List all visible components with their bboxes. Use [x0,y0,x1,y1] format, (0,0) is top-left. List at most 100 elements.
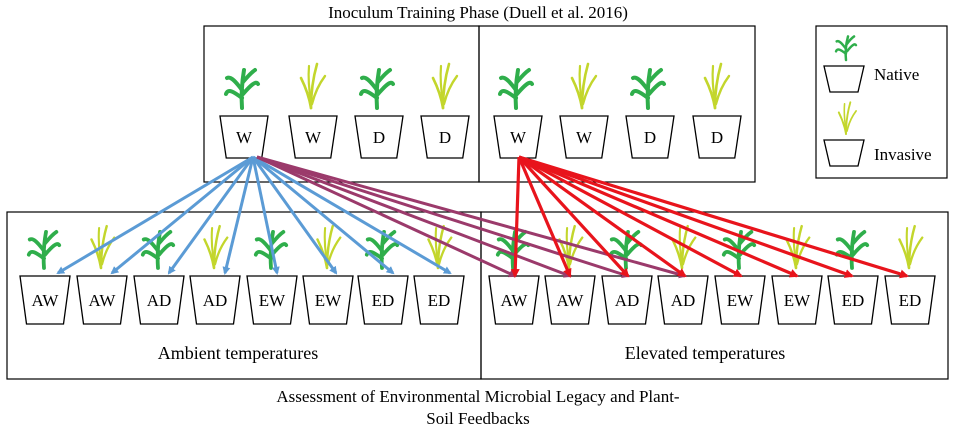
ambient-inoculum-arrow [252,155,395,275]
training-box-right [478,25,756,183]
elevated-inoculum-arrow [517,155,630,278]
pot: D [692,115,742,159]
pot-label: AW [557,291,585,310]
pot: W [288,115,338,159]
pot-shape [625,115,675,159]
elevated-inoculum-arrow [518,155,743,278]
pot-label: EW [259,291,286,310]
pot-label: ED [428,291,451,310]
pot: W [219,115,269,159]
pot-shape [544,275,596,325]
native-plant-icon [359,68,395,110]
pot: ED [827,275,879,325]
pot: EW [246,275,298,325]
pot: AD [133,275,185,325]
native-plant-icon [834,35,858,62]
native-plant-icon [364,230,400,270]
legend-box [815,25,948,179]
native-plant-icon [26,230,62,270]
ambient-inoculum-arrow [251,156,338,275]
pot-shape [420,115,470,159]
pot: D [420,115,470,159]
elevated-inoculum-arrow [510,156,521,278]
pot-shape [488,275,540,325]
elevated-inoculum-arrow [518,155,909,279]
elevated-inoculum-arrow [518,155,799,278]
pot-shape [246,275,298,325]
legend-native-pot [823,65,865,93]
pot-shape [354,115,404,159]
diagram-title: Inoculum Training Phase (Duell et al. 20… [328,3,628,22]
ambient-label: Ambient temperatures [158,343,318,363]
ambient-inoculum-arrow [252,155,452,275]
pot-label: D [439,128,451,147]
pot-label: EW [727,291,754,310]
pot-shape [413,275,465,325]
invasive-plant-icon [203,224,229,270]
legend-invasive-label: Invasive [874,145,932,164]
pot: EW [302,275,354,325]
pot-shape [559,115,609,159]
native-plant-icon [224,68,260,110]
pot-label: W [236,128,253,147]
caption-line-1: Assessment of Environmental Microbial Le… [276,387,680,406]
pot-shape [601,275,653,325]
pot-shape [302,275,354,325]
pot-label: AW [89,291,117,310]
legend-invasive-pot [823,139,865,167]
pot-shape [714,275,766,325]
invasive-plant-icon [299,62,327,110]
ambient-inoculum-arrow [222,156,255,275]
ambient-inoculum-arrow [251,156,280,275]
pot: AD [657,275,709,325]
pot-label: AW [501,291,529,310]
pot: ED [357,275,409,325]
cross-inoculum-arrow [256,155,517,278]
pot: ED [413,275,465,325]
pot-label: W [510,128,527,147]
pot: D [354,115,404,159]
pot-label: ED [842,291,865,310]
ambient-inoculum-arrow [167,156,255,275]
native-plant-icon [498,68,534,110]
pot: AW [76,275,128,325]
pot: AW [19,275,71,325]
invasive-plant-icon [570,62,598,110]
pot-shape [133,275,185,325]
ambient-inoculum-arrow [56,155,254,275]
pot-shape [357,275,409,325]
invasive-plant-icon [785,224,811,270]
elevated-inoculum-arrow [518,155,854,278]
pot-label: EW [315,291,342,310]
cross-inoculum-arrow [256,155,572,278]
pot: EW [771,275,823,325]
pot-label: AD [203,291,228,310]
pot: D [625,115,675,159]
pot: W [559,115,609,159]
pot-shape [657,275,709,325]
invasive-plant-icon [837,101,857,135]
pot: W [493,115,543,159]
pot-shape [884,275,936,325]
pot-label: D [711,128,723,147]
pot: AD [601,275,653,325]
pot-shape [288,115,338,159]
pot-label: W [576,128,593,147]
pot-shape [493,115,543,159]
invasive-plant-icon [898,224,924,270]
legend [823,35,865,167]
pot-label: ED [372,291,395,310]
native-plant-icon [140,230,176,270]
cross-inoculum-arrow [256,155,630,278]
pot-shape [76,275,128,325]
pot-label: ED [899,291,922,310]
elevated-inoculum-arrow [517,156,572,278]
pot-shape [827,275,879,325]
cross-inoculum-arrow [256,155,687,279]
pot-label: D [373,128,385,147]
pot-shape [189,275,241,325]
legend-native-label: Native [874,65,919,84]
